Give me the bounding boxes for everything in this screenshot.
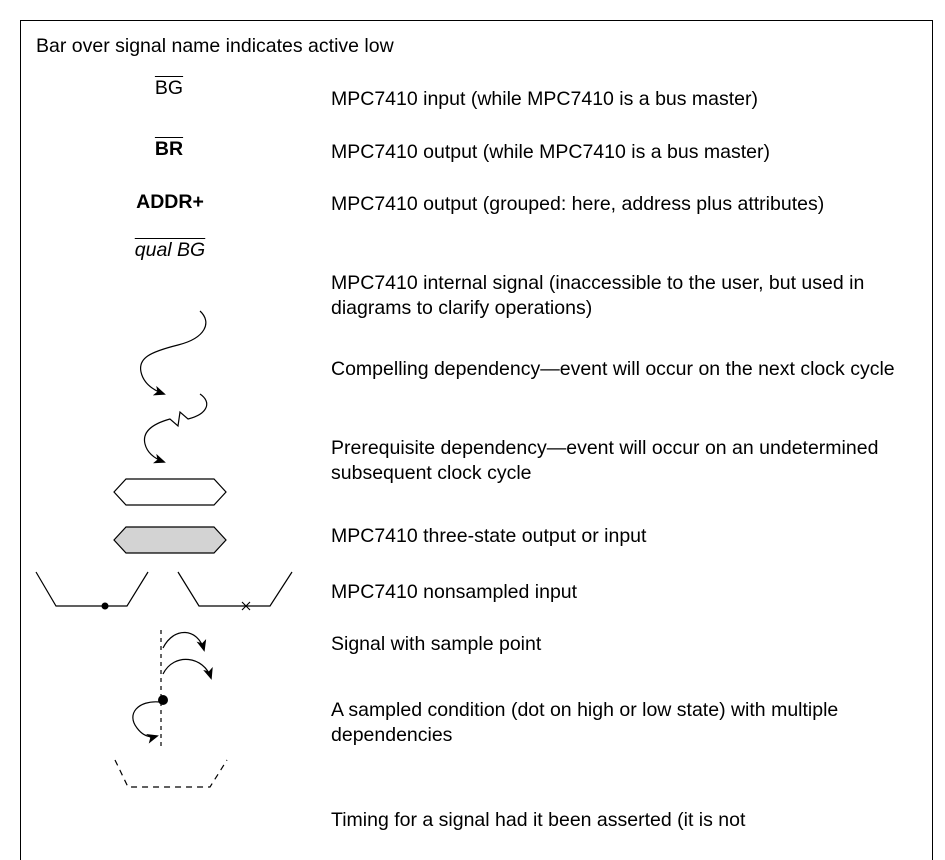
legend-header: Bar over signal name indicates active lo… (36, 35, 394, 57)
description-grouped-output: MPC7410 output (grouped: here, address p… (331, 193, 825, 215)
sample-point-dot-icon (101, 602, 109, 610)
prerequisite-dependency-arrow-icon (143, 393, 208, 464)
three-state-output-icon (113, 478, 227, 506)
description-asserted-timing: Timing for a signal had it been asserted… (331, 809, 746, 831)
addr-signal-symbol: ADDR+ (136, 191, 204, 213)
sample-dependency-arrow-upper-icon (162, 631, 207, 652)
description-sample-point: Signal with sample point (331, 633, 542, 655)
three-state-input-icon (113, 526, 227, 554)
sampled-condition-arrow-icon (132, 701, 161, 744)
description-bg-input: MPC7410 input (while MPC7410 is a bus ma… (331, 88, 759, 110)
description-sampled-condition: A sampled condition (dot on high or low … (331, 699, 839, 746)
signal-nonsampled-low-icon (177, 571, 293, 607)
description-prerequisite-dep: Prerequisite dependency—event will occur… (331, 437, 879, 484)
compelling-dependency-arrow-icon (139, 310, 207, 396)
bg-signal-symbol: BG (154, 77, 184, 99)
description-internal-signal: MPC7410 internal signal (inaccessible to… (331, 272, 865, 319)
description-nonsampled-input: MPC7410 nonsampled input (331, 581, 578, 603)
sampled-condition-dot-icon (158, 695, 168, 705)
asserted-timing-dashed-icon (114, 759, 228, 788)
description-compelling-dep: Compelling dependency—event will occur o… (331, 358, 895, 380)
br-signal-symbol: BR (154, 138, 184, 160)
signal-sampled-low-icon (35, 571, 149, 607)
legend-frame (20, 20, 933, 860)
qual-bg-signal-symbol: qual BG (134, 239, 206, 261)
description-br-output: MPC7410 output (while MPC7410 is a bus m… (331, 141, 770, 163)
symbol-drawings (35, 310, 293, 788)
nonsampled-x-icon (241, 601, 251, 611)
sample-dependency-arrow-lower-icon (162, 658, 213, 680)
description-three-state: MPC7410 three-state output or input (331, 525, 647, 547)
